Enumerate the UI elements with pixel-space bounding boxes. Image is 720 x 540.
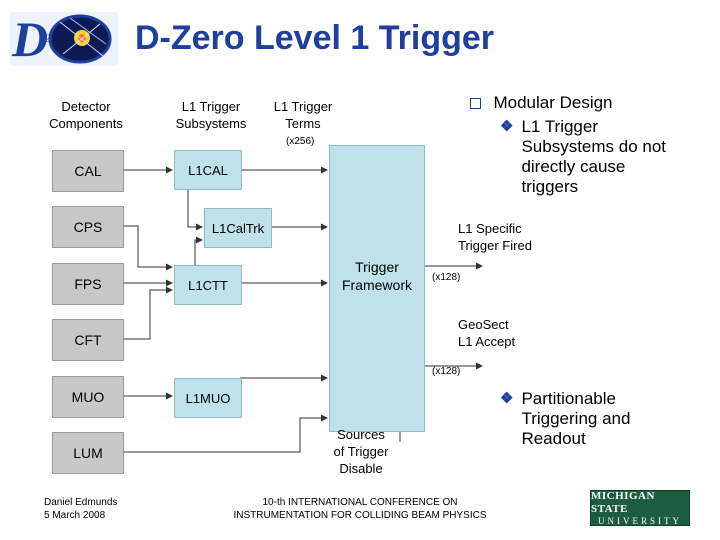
trigger-diagram: Detector Components L1 Trigger Subsystem… [0, 90, 560, 490]
bullet-sub1: ❖ L1 Trigger Subsystems do not directly … [500, 117, 667, 196]
diamond-bullet-icon: ❖ [500, 390, 514, 407]
sources-disable-label: Sources of Trigger Disable [333, 427, 389, 476]
specific-fired-label: L1 Specific Trigger Fired [458, 221, 532, 253]
svg-text:D: D [11, 11, 48, 67]
specific-count: (x128) [432, 272, 461, 283]
geosect-label: GeoSect L1 Accept [458, 317, 516, 349]
detector-cps: CPS [52, 206, 124, 248]
detector-muo: MUO [52, 376, 124, 418]
col-detector-header: Detector Components [49, 99, 123, 131]
geosect-count: (x128) [432, 366, 461, 377]
svg-text:Ø: Ø [44, 31, 53, 45]
detector-lum: LUM [52, 432, 124, 474]
detector-cal: CAL [52, 150, 124, 192]
subsystem-l1muo: L1MUO [174, 378, 242, 418]
d0-logo: D Ø [8, 8, 120, 70]
col-subsystems-header: L1 Trigger Subsystems [175, 99, 247, 131]
square-bullet-icon [470, 98, 481, 109]
bullet-main: Modular Design [470, 93, 613, 113]
trigger-framework-label: Trigger Framework [341, 259, 412, 293]
diamond-bullet-icon: ❖ [500, 118, 514, 135]
subsystem-l1ctt: L1CTT [174, 265, 242, 305]
subsystem-l1cal: L1CAL [174, 150, 242, 190]
subsystem-l1caltrk: L1CalTrk [204, 208, 272, 248]
page-title: D-Zero Level 1 Trigger [135, 19, 494, 57]
bullet-sub2: ❖ Partitionable Triggering and Readout [500, 389, 631, 448]
col-terms-header: L1 Trigger Terms [273, 99, 333, 131]
trigger-framework: Trigger Framework [329, 145, 425, 432]
msu-logo: MICHIGAN STATE UNIVERSITY [590, 490, 690, 526]
detector-fps: FPS [52, 263, 124, 305]
terms-count: (x256) [286, 136, 315, 147]
footer-author: Daniel Edmunds 5 March 2008 [44, 497, 118, 521]
footer-conference: 10-th INTERNATIONAL CONFERENCE ON INSTRU… [233, 497, 487, 521]
detector-cft: CFT [52, 319, 124, 361]
